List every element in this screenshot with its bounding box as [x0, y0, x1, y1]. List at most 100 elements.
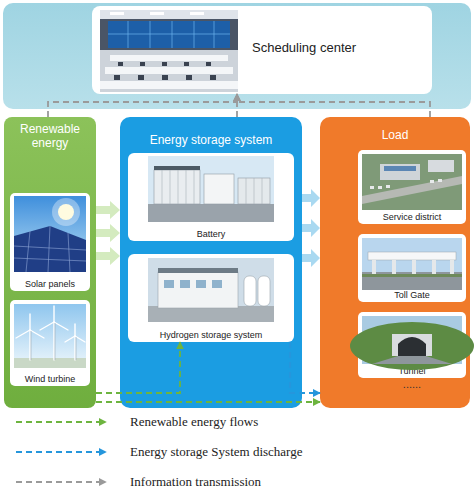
solar-panel-photo [14, 258, 86, 261]
load-panel: LoadService districtToll GateTunnel [320, 117, 470, 408]
battery-station-photo [246, 178, 247, 204]
battery-station-photo [186, 170, 187, 204]
service-district-photo [378, 186, 382, 189]
battery-station-photo [194, 170, 195, 204]
hydrogen-station-photo [158, 272, 238, 308]
control-room-photo [162, 62, 167, 66]
card-caption: Hydrogen storage system [128, 330, 294, 340]
wind-turbine-photo [74, 336, 75, 360]
source-panel: Renewable energySolar panelsWind turbine [4, 117, 96, 408]
battery-station-photo [204, 174, 234, 204]
hydrogen-station-photo [158, 268, 238, 273]
dashed-connector [236, 94, 238, 117]
tunnel-photo [350, 322, 474, 370]
legend-item: Renewable energy flows [0, 412, 474, 434]
control-room-photo [100, 50, 238, 92]
legend-sample [0, 472, 120, 492]
control-room-photo [108, 21, 230, 48]
panel-title: Energy storage system [120, 134, 302, 148]
hydrogen-station-photo [244, 276, 256, 306]
wind-turbine-photo [14, 304, 86, 368]
battery-station-photo [162, 170, 262, 204]
toll-gate-photo [362, 272, 462, 290]
wind-turbine-photo [55, 323, 56, 360]
control-room-photo [150, 21, 151, 48]
storage-card: Battery [128, 153, 294, 241]
legend-sample [0, 442, 120, 462]
source-card: Wind turbine [10, 300, 90, 386]
battery-station-photo [148, 204, 274, 222]
battery-station-photo [162, 170, 163, 204]
flow-arrow [302, 219, 320, 237]
toll-gate-photo [362, 274, 462, 277]
battery-station-photo [148, 156, 274, 222]
solar-panel-photo [14, 196, 86, 272]
hydrogen-station-photo [212, 280, 222, 288]
toll-gate-photo [372, 260, 454, 274]
dashed-connector [237, 94, 430, 117]
wind-turbine-photo [31, 323, 76, 360]
legend-line [16, 481, 106, 483]
control-room-photo [140, 62, 145, 66]
battery-station-photo [238, 178, 270, 204]
control-room-photo [108, 34, 230, 35]
solar-panel-photo [14, 246, 86, 250]
flow-arrow [96, 247, 120, 265]
solar-panel-photo [14, 226, 86, 272]
battery-station-photo [170, 170, 171, 204]
dashed-connector [290, 342, 320, 393]
hydrogen-station-photo [164, 280, 222, 288]
storage-card: Hydrogen storage system [128, 254, 294, 342]
tunnel-photo [398, 337, 426, 356]
card-caption: Battery [128, 229, 294, 239]
card-caption: Solar panels [10, 279, 90, 289]
flow-arrow [96, 201, 120, 219]
load-card: Toll Gate [358, 234, 466, 302]
solar-panel-photo [14, 226, 86, 272]
toll-gate-photo [412, 260, 416, 274]
card-caption: Wind turbine [10, 374, 90, 384]
wind-turbine-photo [76, 337, 77, 360]
wind-turbine-photo [16, 306, 85, 360]
hydrogen-station-photo [258, 276, 270, 306]
toll-gate-photo [362, 238, 462, 290]
wind-turbine-photo [16, 330, 30, 338]
wind-turbine-photo [14, 304, 86, 368]
legend-line [16, 451, 106, 453]
battery-station-photo [262, 178, 263, 204]
battery-station-photo [154, 166, 200, 170]
control-room-photo [110, 12, 124, 15]
solar-panel-photo [68, 233, 70, 272]
control-room-photo [128, 21, 129, 48]
wind-turbine-photo [14, 358, 86, 368]
service-district-photo [386, 185, 390, 188]
storage-panel: Energy storage systemBatteryHydrogen sto… [120, 117, 302, 408]
tunnel-photo [350, 316, 474, 370]
hydrogen-station-photo [148, 258, 274, 322]
wind-turbine-photo [75, 336, 85, 342]
dashed-connector [96, 401, 320, 403]
flow-arrow [96, 224, 120, 242]
service-district-photo [362, 154, 462, 210]
service-district-photo [370, 186, 374, 189]
scheduling-band [3, 3, 471, 109]
card-caption: Service district [358, 212, 466, 222]
toll-gate-photo [372, 260, 376, 274]
solar-panel-photo [14, 196, 86, 272]
wind-turbine-photo [29, 330, 30, 360]
card-caption: Tunnel [358, 366, 466, 376]
battery-station-photo [254, 178, 255, 204]
solar-panel-photo [52, 198, 80, 226]
legend-line [16, 421, 106, 423]
wind-turbine-photo [74, 324, 75, 336]
control-room-photo [108, 21, 230, 48]
battery-station-photo [154, 170, 200, 204]
panel-title: Load [320, 129, 470, 143]
service-district-photo [380, 164, 420, 180]
hydrogen-station-photo [180, 280, 190, 288]
card-caption: Toll Gate [358, 290, 466, 300]
continuation-mark: ...... [358, 378, 466, 390]
service-district-photo [438, 179, 442, 182]
service-district-photo [384, 166, 416, 171]
control-room-photo [210, 75, 216, 80]
